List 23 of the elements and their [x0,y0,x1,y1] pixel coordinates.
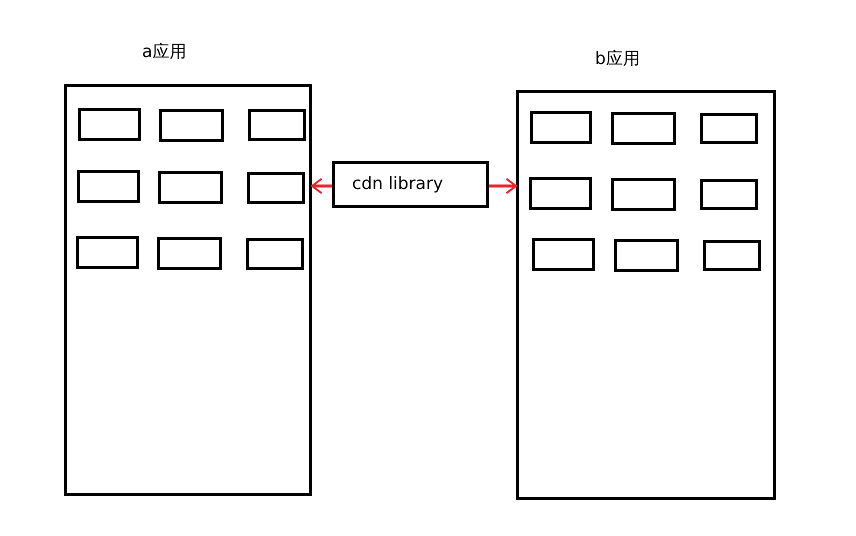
panel-heading: a应用 [142,42,186,62]
module-box [530,111,592,144]
arrow [489,178,517,194]
library-box: cdn library [332,161,489,208]
module-box [158,171,223,204]
module-box [78,108,141,141]
module-box [246,238,304,270]
arrow [311,178,332,194]
module-box [614,239,679,272]
module-box [611,112,676,145]
module-box [159,109,224,142]
panel-heading: b应用 [595,49,640,69]
module-box [76,236,139,269]
module-box [611,178,676,211]
module-box [703,240,761,271]
module-box [700,113,758,144]
module-box [248,109,306,141]
module-box [700,179,758,210]
module-box [529,177,592,210]
module-box [532,238,595,271]
module-box [157,237,222,270]
module-box [247,172,305,204]
module-box [77,170,140,203]
